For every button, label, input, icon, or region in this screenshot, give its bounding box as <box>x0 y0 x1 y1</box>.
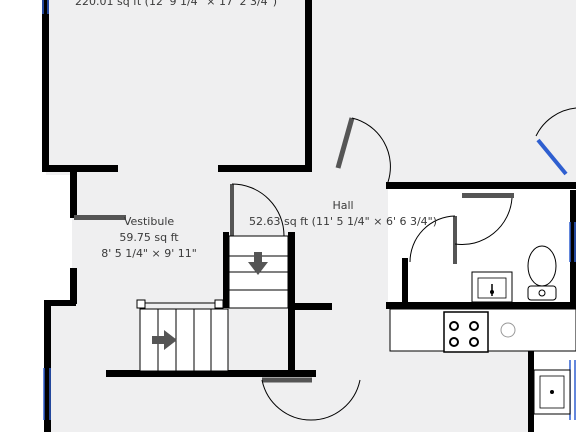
toilet-bowl <box>527 245 557 287</box>
wall-vestibule-left-lower <box>70 268 77 304</box>
doors <box>230 107 576 421</box>
wall-top-left-room-bottom-right <box>218 165 312 172</box>
room-hall-area: 52.63 sq ft (11' 5 1/4" × 6' 6 3/4") <box>249 215 437 228</box>
room-vestibule-dims: 8' 5 1/4" × 9' 11" <box>101 247 197 260</box>
door-swing-hall <box>351 117 391 183</box>
wall-left-lower <box>44 300 51 432</box>
stove <box>443 311 489 353</box>
wall-center-vertical <box>305 0 312 172</box>
wall-left-upper <box>42 0 49 172</box>
room-vestibule-area: 59.75 sq ft <box>119 231 179 244</box>
stove-burner-4 <box>469 337 479 347</box>
wall-left-lower-step <box>46 300 76 306</box>
wall-kitchen-left <box>528 340 534 432</box>
wall-bath-bottom <box>386 302 576 309</box>
stair-upper <box>228 235 289 309</box>
door-swing-bottom <box>261 379 361 421</box>
room-vestibule-name: Vestibule <box>124 215 175 228</box>
stair-lower-post-left <box>136 299 146 309</box>
door-swing-stair <box>231 183 285 237</box>
kitchen-fixtures <box>389 308 576 415</box>
wall-vestibule-left-upper <box>70 172 77 218</box>
door-leaf-right <box>536 138 568 176</box>
wall-bottom-horizontal <box>106 370 316 377</box>
room-hall-name: Hall <box>332 199 353 212</box>
half-wall-bath <box>462 193 514 198</box>
bathroom-fixtures <box>471 245 557 303</box>
door-swing-bath <box>409 215 456 263</box>
half-wall-vestibule <box>74 215 126 220</box>
stove-burner-3 <box>449 337 459 347</box>
bath-sink-drain <box>490 290 494 294</box>
dishwasher-knob <box>500 322 516 338</box>
stove-burner-1 <box>449 321 459 331</box>
stair-upper-arrow <box>248 252 268 275</box>
walls <box>42 0 576 432</box>
kitchen-sink-drain <box>550 390 554 394</box>
door-swing-right <box>535 107 576 137</box>
door-swing-bath-2 <box>454 197 513 245</box>
wall-bath-right <box>570 190 576 310</box>
wall-stair-right <box>288 232 295 372</box>
stair-lower <box>136 299 229 372</box>
toilet-button <box>538 289 546 297</box>
stair-lower-arrow <box>152 330 177 350</box>
wall-hall-right-top <box>386 182 576 189</box>
wall-stair-mid <box>292 303 332 310</box>
stove-burner-2 <box>469 321 479 331</box>
door-leaf-hall <box>335 117 355 169</box>
wall-stair-left <box>223 232 229 308</box>
wall-bath-left-post <box>402 258 408 308</box>
room-top-left-area: 220.01 sq ft (12' 9 1/4" × 17' 2 3/4") <box>75 0 277 8</box>
wall-top-left-room-bottom <box>42 165 118 172</box>
stair-lower-post-right <box>214 299 224 309</box>
